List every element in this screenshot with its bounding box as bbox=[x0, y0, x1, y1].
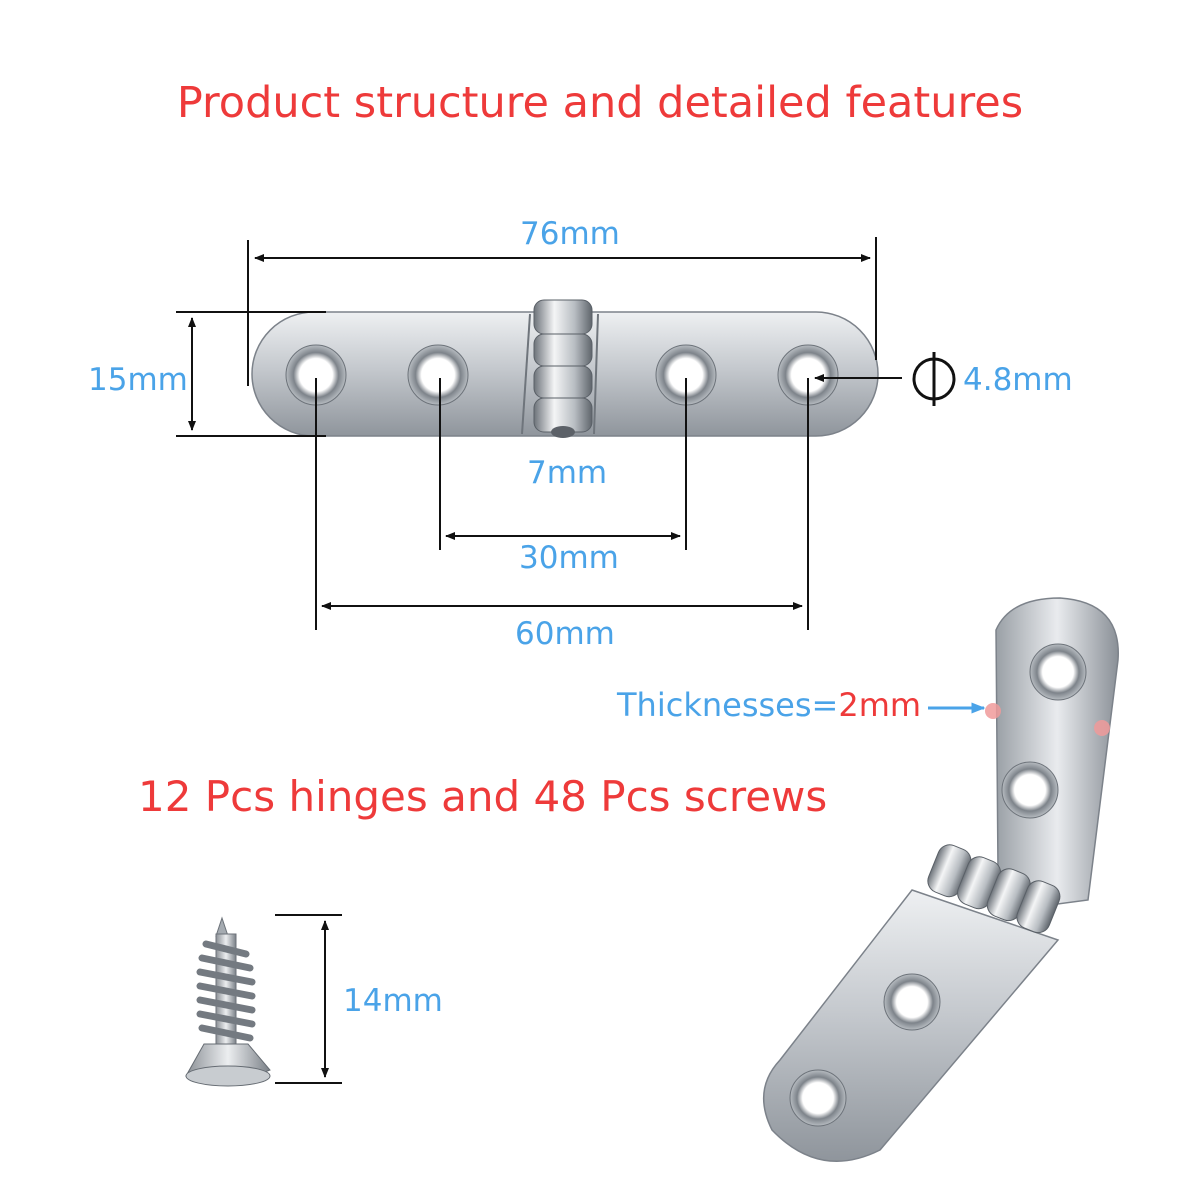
hole-diameter-label: 4.8mm bbox=[963, 362, 1073, 398]
quantity-text: 12 Pcs hinges and 48 Pcs screws bbox=[138, 772, 828, 821]
inner-spacing-label: 30mm bbox=[519, 540, 619, 576]
screw-length-label: 14mm bbox=[343, 983, 443, 1019]
flat-hinge-image bbox=[251, 299, 879, 438]
screw-image bbox=[185, 916, 271, 1087]
outer-spacing-label: 60mm bbox=[515, 616, 615, 652]
thickness-value: 2mm bbox=[838, 686, 922, 724]
width-label: 15mm bbox=[88, 362, 188, 398]
overall-length-label: 76mm bbox=[520, 216, 620, 252]
dimension-lines bbox=[176, 237, 902, 630]
screw-dimension bbox=[275, 914, 342, 1084]
hinge-hole bbox=[407, 344, 469, 406]
thickness-label: Thicknesses=2mm bbox=[617, 686, 921, 724]
knuckle-width-label: 7mm bbox=[527, 455, 608, 491]
folded-hinge-image bbox=[762, 597, 1119, 1162]
page-title: Product structure and detailed features bbox=[176, 78, 1024, 128]
thickness-text: Thicknesses= bbox=[617, 686, 839, 724]
diameter-symbol-icon bbox=[912, 352, 956, 406]
